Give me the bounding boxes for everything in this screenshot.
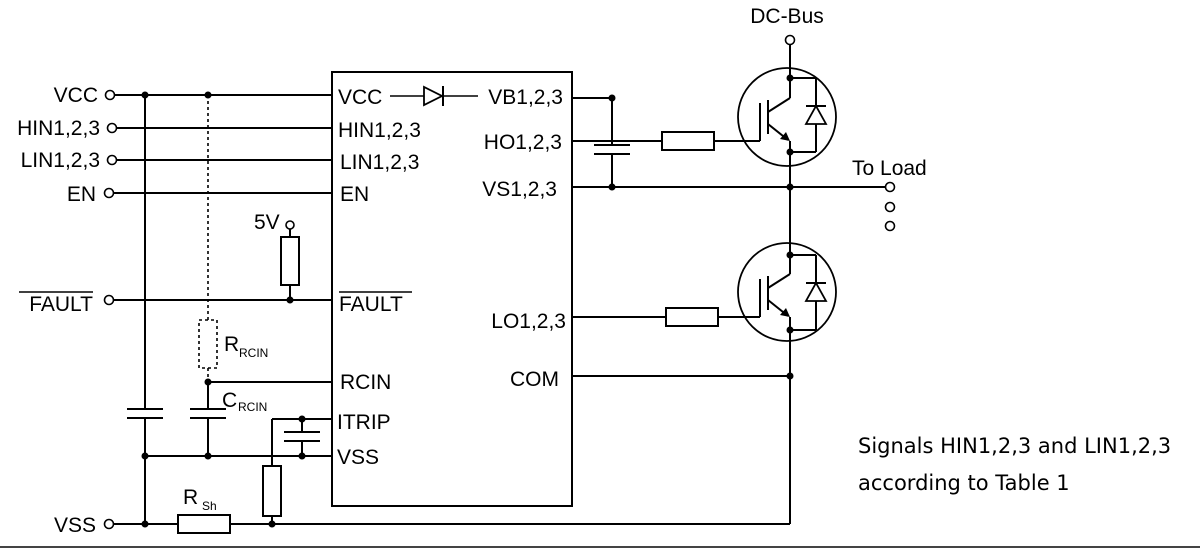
resistor-gate-low [665,307,719,327]
resistor-shunt [177,514,231,534]
pin-vcc: VCC [338,86,382,109]
resistor-itrip [262,465,282,517]
note-line-1: Signals HIN1,2,3 and LIN1,2,3 [858,434,1171,458]
pin-vb: VB1,2,3 [488,86,563,109]
pin-lin: LIN1,2,3 [340,151,419,174]
label-rrcin: R [224,333,239,356]
input-label-lin: LIN1,2,3 [21,149,100,172]
pin-hin: HIN1,2,3 [338,119,421,142]
pin-vs: VS1,2,3 [482,178,557,201]
input-label-vss: VSS [54,514,96,537]
junction-shunt [268,520,276,528]
bootstrap-diode [423,85,445,107]
input-label-vcc: VCC [54,84,98,107]
igbt-high-side [737,67,837,167]
junction-vss-term [141,520,149,528]
input-label-fault: FAULT [29,293,93,316]
junction-fault [286,296,294,304]
terminal-load-3 [884,220,896,232]
terminal-vcc [104,89,116,101]
terminal-hin [106,122,118,134]
note-line-2: according to Table 1 [858,471,1070,495]
junction-rcin-vcc [204,91,212,99]
terminal-vss [103,518,115,530]
terminal-load-1 [884,181,896,193]
pin-itrip: ITRIP [337,411,391,434]
terminal-en [103,187,115,199]
pin-ho: HO1,2,3 [484,131,562,154]
junction-com-rail [786,372,794,380]
junction-vcc-cap [141,91,149,99]
terminal-fault [103,294,115,306]
pin-fault: FAULT [339,293,403,316]
terminal-dc-bus [784,34,796,46]
label-dc-bus: DC-Bus [750,5,824,28]
label-to-load: To Load [852,157,927,180]
label-rrcin-sub: RCIN [239,346,268,360]
pin-com: COM [510,368,559,391]
resistor-rrcin [198,319,218,369]
ic-body [331,71,573,507]
junction-itrip-vss [298,452,306,460]
resistor-gate-high [661,131,715,151]
label-rsh-sub: Sh [202,499,217,513]
label-rsh: R [183,486,198,509]
pin-lo: LO1,2,3 [491,310,566,333]
input-label-hin: HIN1,2,3 [17,117,100,140]
resistor-fault-pullup [280,236,300,286]
pin-en: EN [340,183,369,206]
input-label-en: EN [67,183,96,206]
terminal-lin [106,154,118,166]
pin-vss: VSS [337,446,379,469]
label-crcin: C [222,389,237,412]
terminal-load-2 [884,201,896,213]
label-crcin-sub: RCIN [238,400,267,414]
label-5v: 5V [254,211,280,234]
terminal-5v [285,220,295,230]
igbt-low-side [737,242,837,342]
pin-rcin: RCIN [340,371,391,394]
